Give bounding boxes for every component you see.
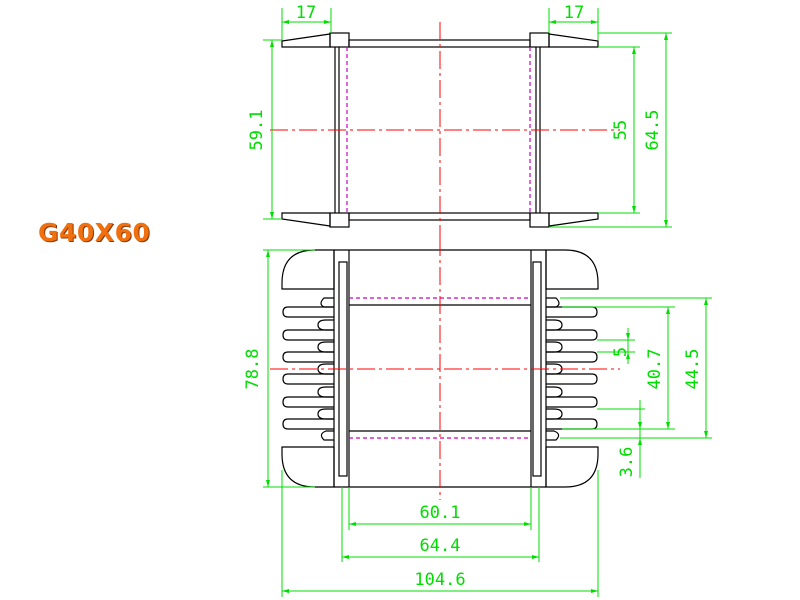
dim-front-overall-width: 104.6 (414, 570, 465, 590)
dim-front-pin-offset: 3.6 (617, 447, 637, 478)
dim-front-outer-span: 44.5 (683, 349, 703, 390)
top-view-centerlines (270, 22, 620, 240)
dim-front-flange-span: 64.4 (420, 536, 461, 556)
front-view-left-slots (317, 297, 334, 441)
front-view-centerlines (270, 238, 620, 500)
front-view-arrowheads (266, 250, 708, 593)
dim-top-flange-left: 17 (296, 3, 316, 23)
dim-top-window-height: 55 (611, 120, 631, 140)
top-view-arrowheads (270, 20, 668, 227)
dim-front-inner-span: 40.7 (645, 349, 665, 390)
dim-front-overall-height: 78.8 (243, 349, 263, 390)
drawing-title: G40X60 (38, 218, 151, 247)
front-view-right-pins (546, 306, 598, 430)
dim-top-flange-right: 17 (564, 3, 584, 23)
top-view-dimensions (263, 8, 672, 228)
front-view (270, 238, 620, 500)
dim-front-pin-pitch: 5 (611, 347, 631, 357)
dim-top-overall-height: 64.5 (643, 110, 663, 151)
front-view-left-pins (282, 306, 334, 430)
dim-front-core-width: 60.1 (420, 503, 461, 523)
dim-top-inner-height: 59.1 (247, 110, 267, 151)
top-view (270, 22, 620, 240)
front-view-dimensions (263, 249, 712, 597)
